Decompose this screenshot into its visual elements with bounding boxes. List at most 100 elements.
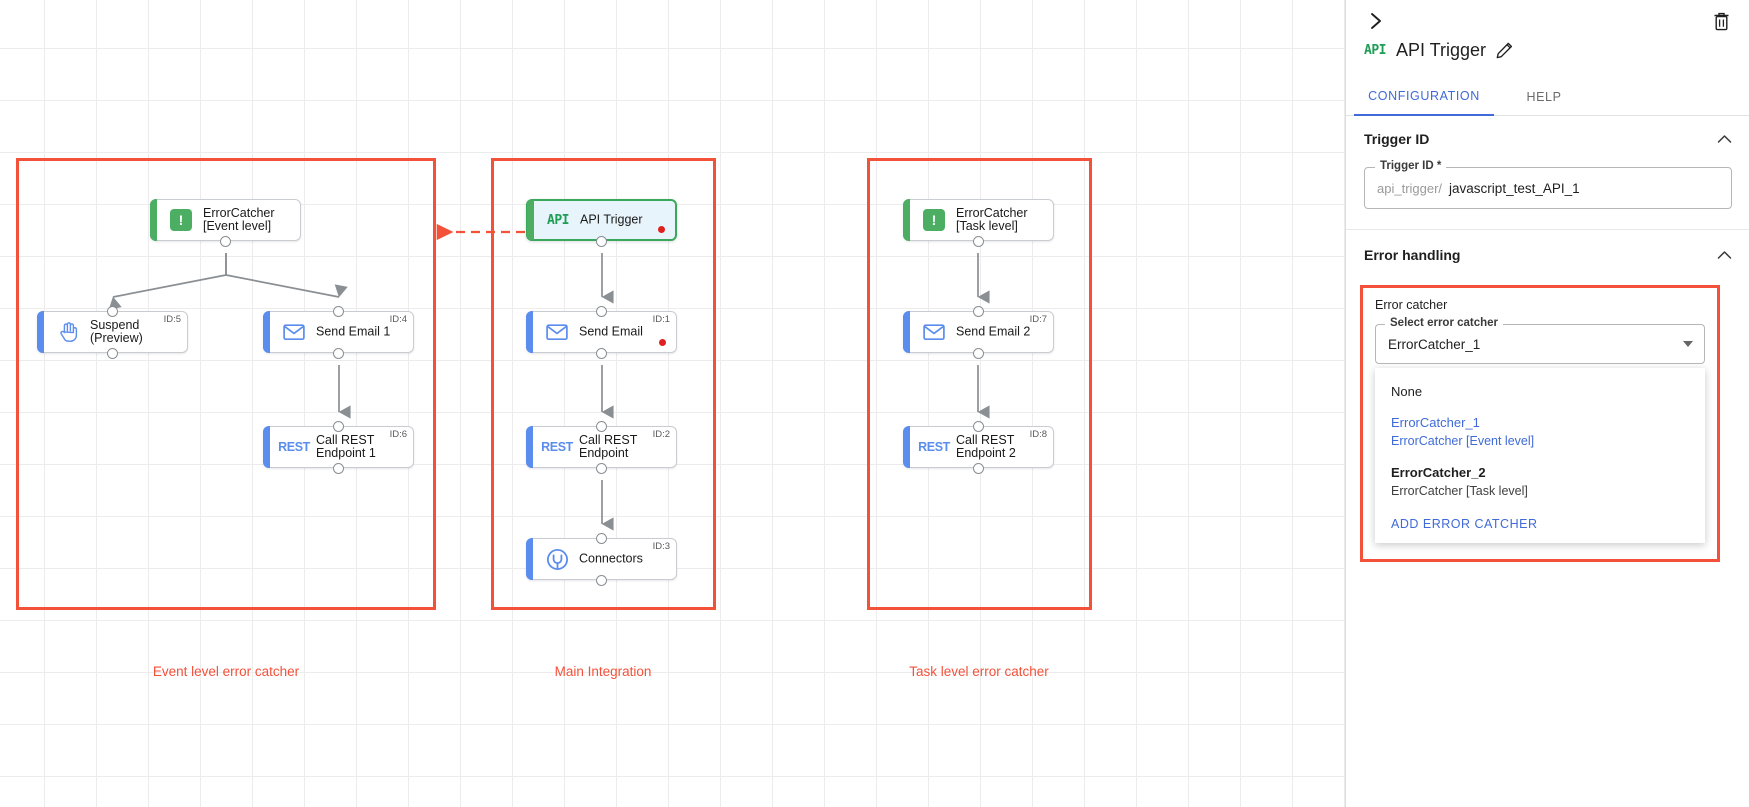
section-header-error-handling[interactable]: Error handling <box>1346 233 1749 277</box>
trigger-id-prefix: api_trigger/ <box>1377 180 1443 196</box>
node-accent-bar <box>903 426 910 468</box>
node-input-port[interactable] <box>973 305 984 317</box>
chevron-down-icon[interactable] <box>1683 341 1693 347</box>
trigger-id-input[interactable]: javascript_test_API_1 <box>1449 180 1580 196</box>
tab-help[interactable]: HELP <box>1526 90 1562 104</box>
section-error-handling: Error handling <box>1346 233 1749 277</box>
rest-icon: REST <box>278 440 310 454</box>
node-output-port[interactable] <box>333 347 344 359</box>
node-input-port[interactable] <box>333 305 344 317</box>
node-id-badge: ID:6 <box>389 429 407 440</box>
group-caption: Event level error catcher <box>152 664 300 679</box>
node-output-port[interactable] <box>973 462 984 474</box>
error-catcher-icon: ! <box>170 209 192 231</box>
node-input-port[interactable] <box>596 420 607 432</box>
dropdown-option[interactable]: None <box>1375 376 1705 407</box>
node-output-port[interactable] <box>596 574 607 586</box>
workflow-node[interactable]: ! ErrorCatcher[Task level] <box>903 199 1054 241</box>
workflow-node[interactable]: API API Trigger <box>526 199 677 241</box>
node-label: Suspend(Preview) <box>90 318 143 345</box>
group-frame[interactable] <box>867 158 1092 610</box>
workflow-node[interactable]: ! ErrorCatcher[Event level] <box>150 199 301 241</box>
page-title: API Trigger <box>1395 40 1487 60</box>
error-catcher-icon: ! <box>923 209 945 231</box>
node-accent-bar <box>903 199 910 241</box>
node-label: Send Email 1 <box>316 324 391 339</box>
chevron-up-icon[interactable] <box>1716 247 1732 263</box>
add-error-catcher-button[interactable]: ADD ERROR CATCHER <box>1391 517 1538 531</box>
node-icon <box>282 320 306 344</box>
trigger-id-label: Trigger ID * <box>1375 160 1447 172</box>
node-output-port[interactable] <box>973 347 984 359</box>
chevron-up-icon[interactable] <box>1716 131 1732 147</box>
node-icon: REST <box>918 435 950 459</box>
envelope-icon <box>283 324 305 341</box>
section-header-trigger-id[interactable]: Trigger ID <box>1346 117 1749 161</box>
connectors-icon <box>546 548 568 570</box>
pencil-icon[interactable] <box>1496 42 1514 60</box>
node-output-port[interactable] <box>596 462 607 474</box>
node-accent-bar <box>527 200 534 240</box>
error-catcher-select[interactable]: Select error catcher ErrorCatcher_1 <box>1375 317 1705 364</box>
pencil-glyph <box>1496 42 1513 59</box>
chevron-right-icon[interactable] <box>1364 9 1388 33</box>
node-icon: ! <box>922 208 946 232</box>
node-accent-bar <box>150 199 157 241</box>
node-output-port[interactable] <box>596 347 607 359</box>
hand-icon <box>59 322 77 342</box>
node-id-badge: ID:7 <box>1029 314 1047 325</box>
group-caption: Main Integration <box>554 664 652 679</box>
node-input-port[interactable] <box>973 420 984 432</box>
node-accent-bar <box>263 426 270 468</box>
node-output-port[interactable] <box>596 235 607 247</box>
node-icon: API <box>546 208 570 232</box>
dropdown-option-primary: ErrorCatcher_2 <box>1391 465 1486 480</box>
dropdown-option-primary: ErrorCatcher_1 <box>1391 415 1480 430</box>
node-icon <box>56 320 80 344</box>
node-output-port[interactable] <box>973 235 984 247</box>
api-icon: API <box>1364 43 1386 58</box>
node-accent-bar <box>263 311 270 353</box>
node-output-port[interactable] <box>333 462 344 474</box>
node-label: ErrorCatcher[Task level] <box>956 206 1028 233</box>
node-label: API Trigger <box>580 212 643 227</box>
trash-icon[interactable] <box>1710 10 1732 32</box>
node-input-port[interactable] <box>596 305 607 317</box>
node-icon: REST <box>541 435 573 459</box>
node-output-port[interactable] <box>220 235 231 247</box>
api-icon: API <box>547 212 569 228</box>
node-id-badge: ID:8 <box>1029 429 1047 440</box>
group-frame[interactable] <box>491 158 716 610</box>
group-frame[interactable] <box>16 158 436 610</box>
chevron-up-glyph <box>1717 251 1731 259</box>
node-output-port[interactable] <box>107 347 118 359</box>
tab-configuration[interactable]: CONFIGURATION <box>1354 78 1494 116</box>
group-caption: Task level error catcher <box>909 664 1049 679</box>
chevron-right-glyph <box>1370 13 1381 29</box>
node-id-badge: ID:4 <box>389 314 407 325</box>
trigger-id-field[interactable]: Trigger ID * api_trigger/ javascript_tes… <box>1364 160 1732 209</box>
trash-glyph <box>1714 12 1728 30</box>
rest-icon: REST <box>918 440 950 454</box>
node-label: ErrorCatcher[Event level] <box>203 206 275 233</box>
workflow-node[interactable]: Suspend(Preview)ID:5 <box>37 311 188 353</box>
workflow-canvas[interactable]: Event level error catcher Main Integratio… <box>0 0 1345 807</box>
node-accent-bar <box>526 426 533 468</box>
node-input-port[interactable] <box>596 532 607 544</box>
node-icon: REST <box>278 435 310 459</box>
properties-panel: API API Trigger CONFIGURATION HELP Trigg… <box>1345 0 1749 807</box>
node-input-port[interactable] <box>107 305 118 317</box>
node-input-port[interactable] <box>333 420 344 432</box>
